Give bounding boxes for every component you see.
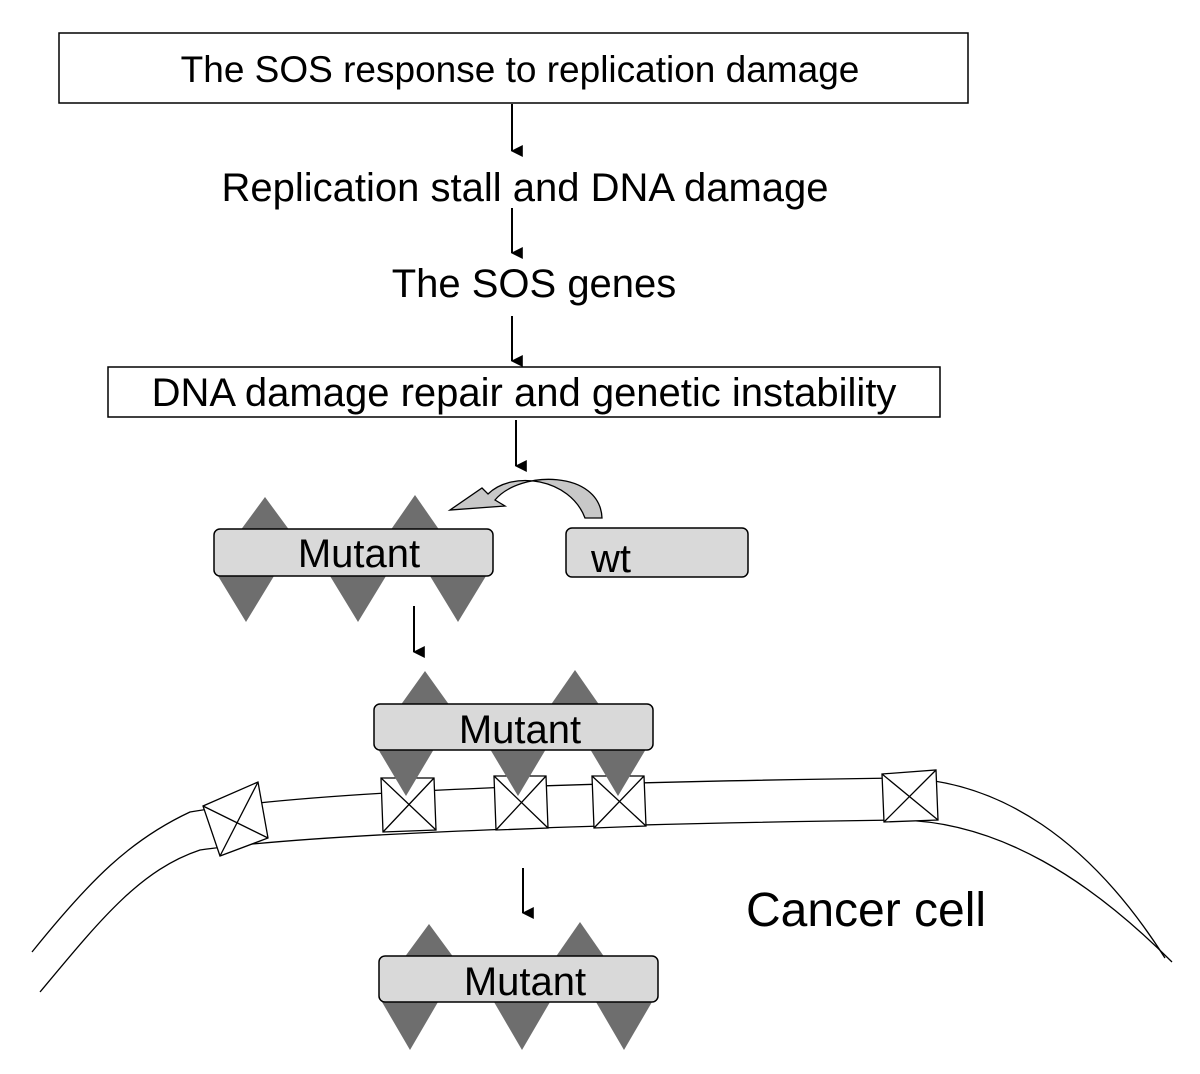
bottom-domain-triangle bbox=[378, 749, 434, 796]
mutant-protein-2: Mutant bbox=[373, 670, 654, 796]
membrane-receptors bbox=[202, 769, 939, 857]
protein-body bbox=[373, 703, 654, 751]
bottom-domain-triangle bbox=[490, 749, 546, 796]
top-domain-triangle bbox=[555, 922, 605, 958]
top-domain-triangle bbox=[404, 924, 454, 958]
protein-body bbox=[213, 528, 494, 577]
cancer-cell-label: Cancer cell bbox=[746, 884, 986, 937]
step4-text: DNA damage repair and genetic instabilit… bbox=[152, 371, 897, 415]
bottom-domain-triangle bbox=[382, 1002, 438, 1050]
step1-text: The SOS response to replication damage bbox=[181, 49, 860, 90]
protein-body bbox=[378, 955, 659, 1003]
top-domain-triangle bbox=[400, 671, 450, 706]
protein-body bbox=[565, 527, 749, 578]
receptor bbox=[202, 781, 269, 857]
mutant-protein-1: Mutant bbox=[213, 495, 494, 622]
bottom-domain-triangle bbox=[596, 1002, 652, 1050]
wildtype-protein: wt bbox=[565, 527, 749, 581]
top-domain-triangle bbox=[390, 495, 440, 531]
step1-box bbox=[58, 32, 969, 104]
bottom-domain-triangle bbox=[494, 1002, 550, 1050]
mutant-label: Mutant bbox=[464, 960, 586, 1004]
wt-label: wt bbox=[590, 537, 631, 581]
mutant-protein-3: Mutant bbox=[378, 922, 659, 1050]
bottom-domain-triangle bbox=[590, 749, 646, 796]
mutant-label: Mutant bbox=[298, 532, 420, 576]
top-domain-triangle bbox=[240, 497, 290, 531]
step4-box bbox=[107, 366, 941, 418]
top-domain-triangle bbox=[550, 670, 600, 706]
bottom-domain-triangle bbox=[330, 576, 386, 622]
mutant-label: Mutant bbox=[459, 708, 581, 752]
bottom-domain-triangle bbox=[218, 576, 274, 622]
step3-text: The SOS genes bbox=[392, 262, 677, 306]
conversion-arrow bbox=[447, 478, 603, 519]
bottom-domain-triangle bbox=[430, 576, 486, 622]
step2-text: Replication stall and DNA damage bbox=[221, 166, 828, 210]
